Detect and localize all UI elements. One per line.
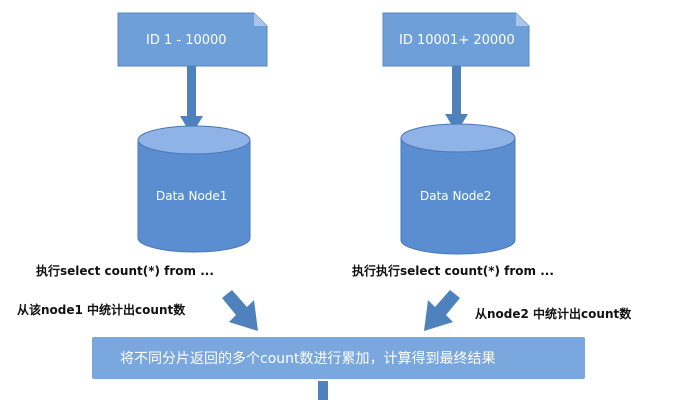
result-bar	[92, 337, 585, 379]
arrow-node1-to-result	[222, 290, 258, 331]
count-label-right: 从node2 中统计出count数	[475, 307, 632, 321]
query-label-left: 执行select count(*) from ...	[36, 264, 214, 278]
arrow-node2-to-result	[424, 290, 460, 331]
data-node2-cylinder	[400, 123, 516, 255]
result-label: 将不同分片返回的多个count数进行累加，计算得到最终结果	[120, 351, 496, 367]
id-range-box-right	[382, 12, 530, 67]
arrow-id-to-node2	[445, 66, 468, 133]
data-node2-label: Data Node2	[420, 189, 492, 203]
id-range-box-left	[117, 12, 268, 67]
query-label-right: 执行执行select count(*) from ...	[352, 264, 554, 278]
arrow-result-down	[318, 381, 328, 400]
id-range-label-right: ID 10001+ 20000	[399, 33, 515, 48]
id-range-label-left: ID 1 - 10000	[146, 33, 227, 48]
data-node1-label: Data Node1	[156, 189, 228, 203]
id-range-box-left-fold	[254, 13, 267, 26]
data-node1-cylinder	[137, 125, 251, 253]
id-range-box-right-fold	[516, 13, 529, 26]
arrow-id-to-node1	[180, 66, 203, 135]
count-label-left: 从该node1 中统计出count数	[17, 303, 186, 317]
